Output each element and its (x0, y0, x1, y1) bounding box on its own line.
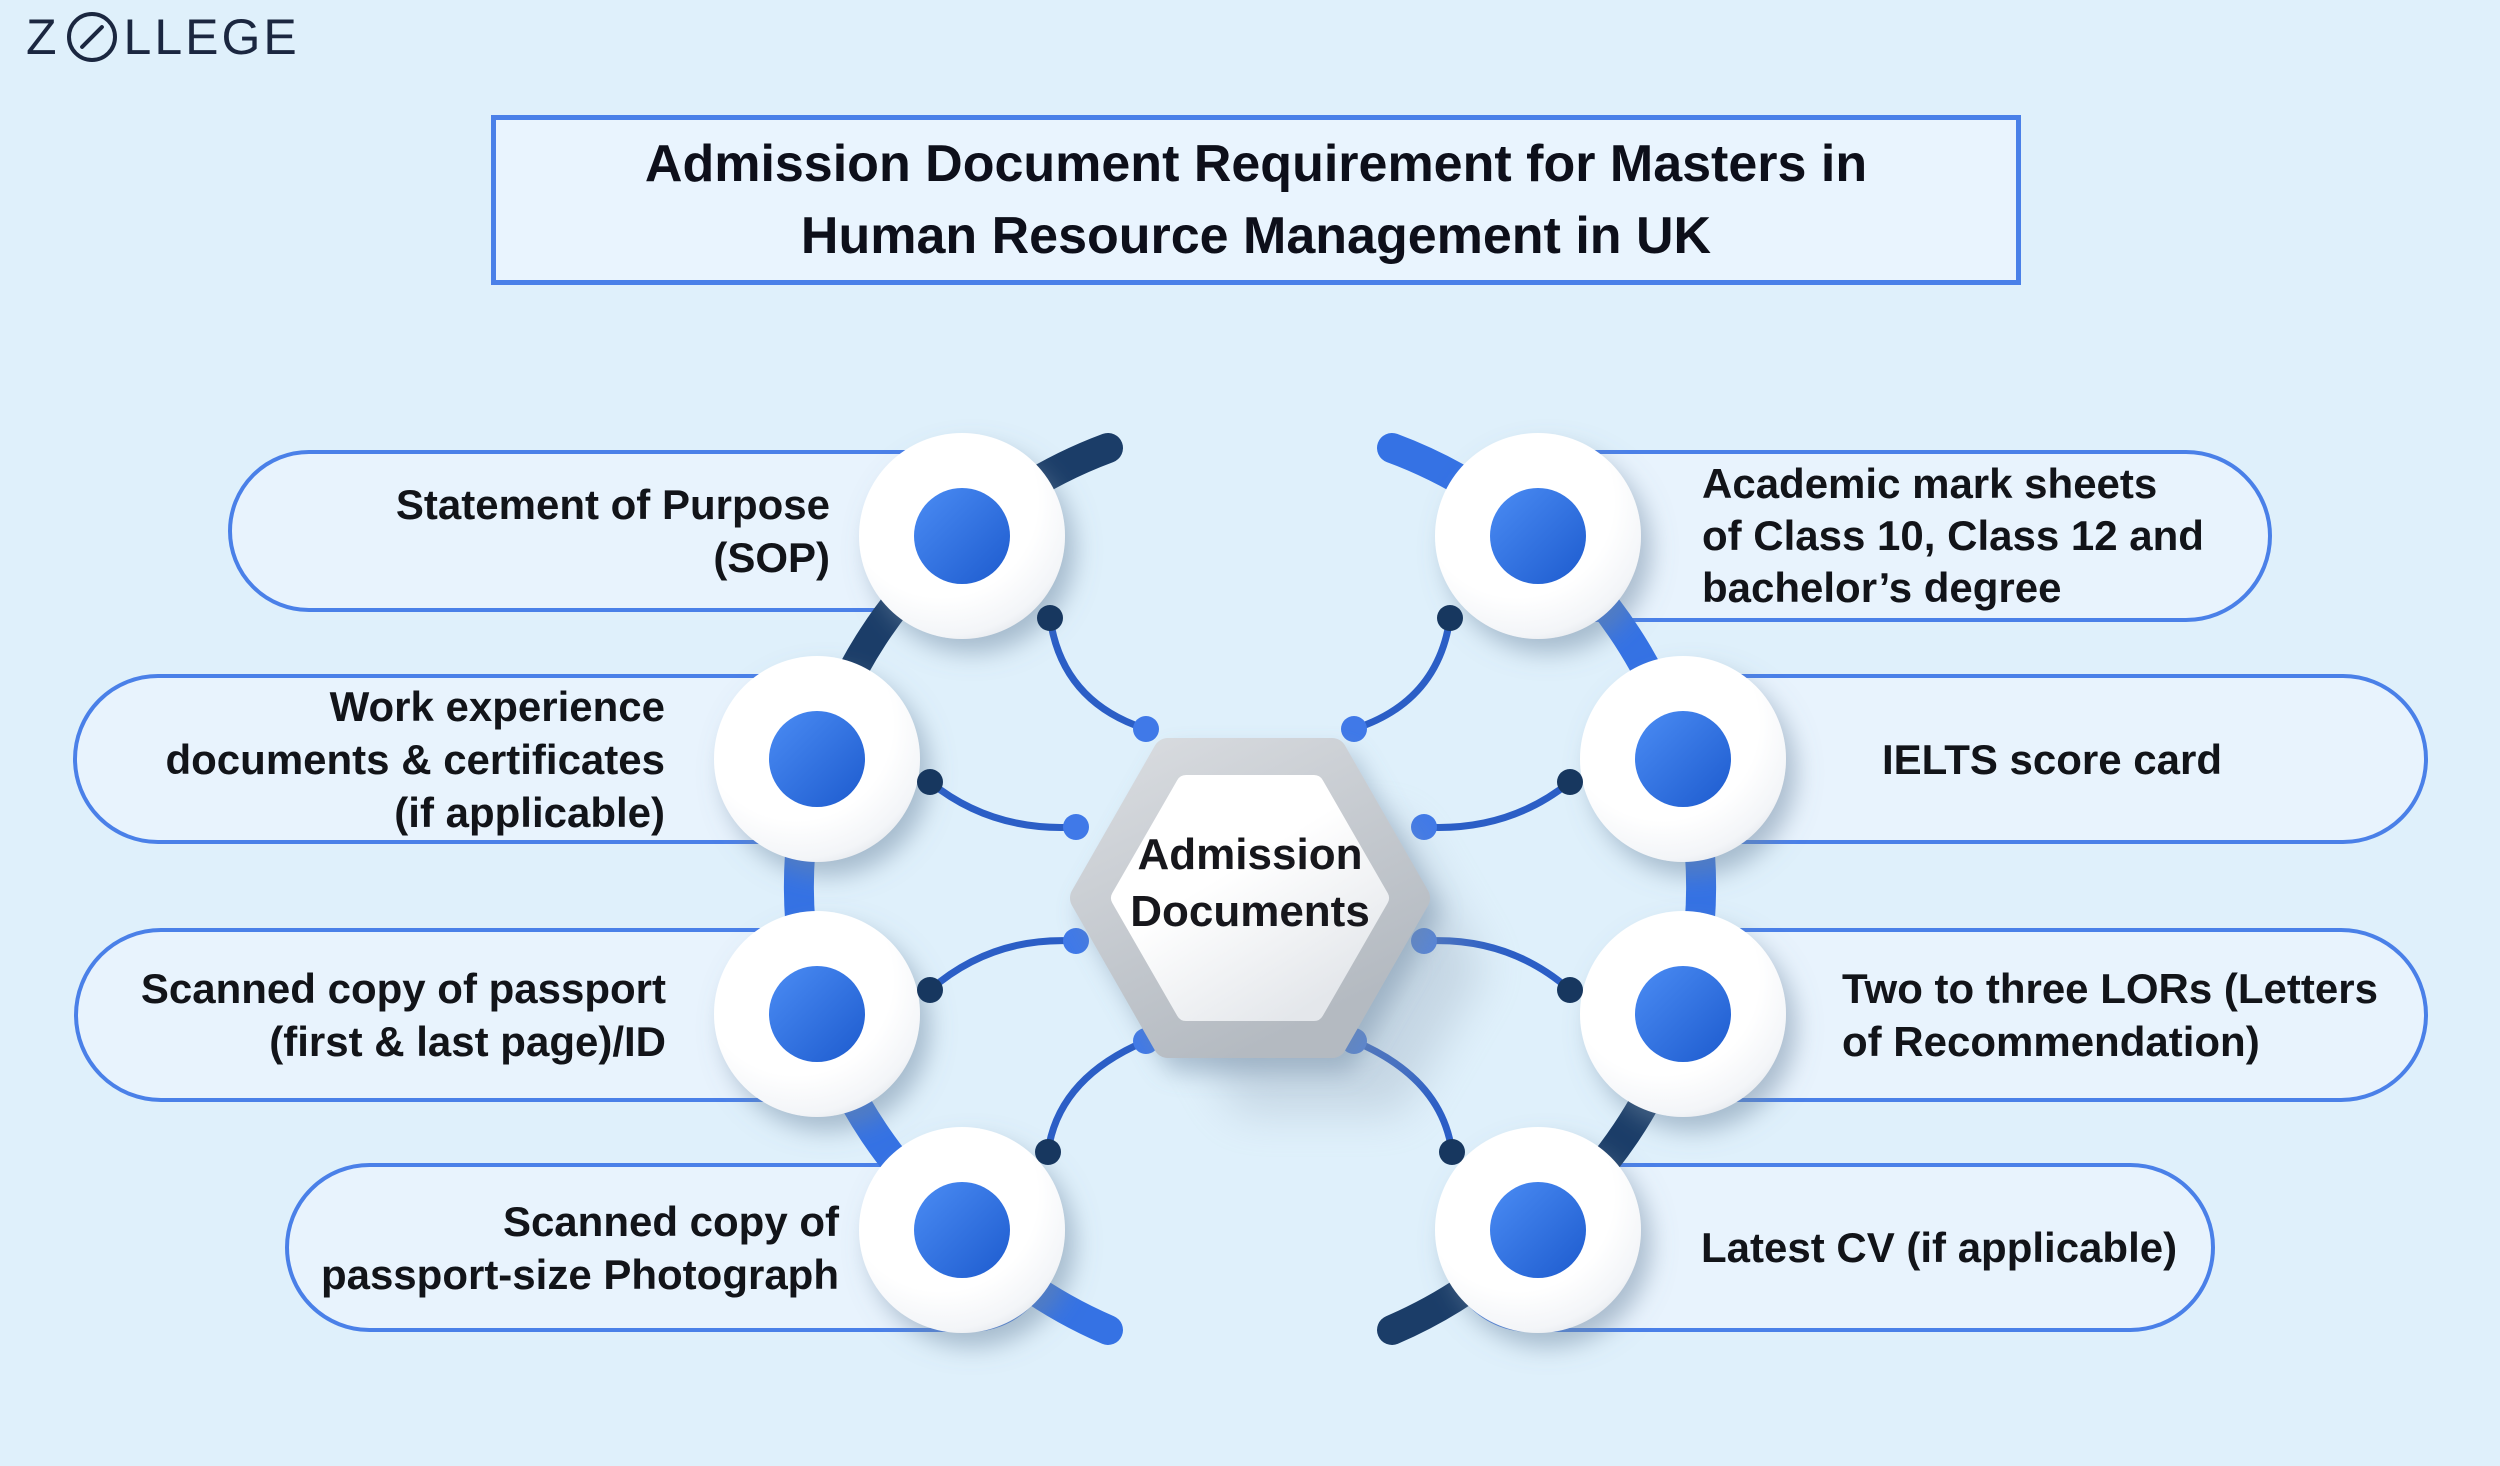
pill-text-line: (if applicable) (394, 788, 665, 836)
pill-work-experience: Work experience documents & certificates… (73, 674, 901, 844)
title-line-2: Human Resource Management in UK (800, 207, 1712, 265)
pill-statement-of-purpose: Statement of Purpose (SOP) (228, 450, 1034, 612)
pill-academic-mark-sheets: Academic mark sheets of Class 10, Class … (1466, 450, 2272, 622)
slash-mark (78, 24, 105, 50)
pill-text-line: (first & last page)/ID (269, 1018, 666, 1065)
title-line-1: Admission Document Requirement for Maste… (644, 135, 1868, 193)
pill-lors: Two to three LORs (Letters of Recommenda… (1600, 928, 2428, 1102)
pill-text-line: of Recommendation) (1842, 1018, 2260, 1065)
pill-text-line: Scanned copy of passport (140, 965, 666, 1012)
center-label-line-1: Admission (1137, 830, 1363, 879)
pill-text-line: bachelor’s degree (1702, 564, 2062, 611)
center-label-line-2: Documents (1130, 887, 1370, 936)
pill-text-line: Two to three LORs (Letters (1842, 965, 2378, 1012)
title-box: Admission Document Requirement for Maste… (491, 115, 2021, 285)
pill-scanned-passport: Scanned copy of passport (first & last p… (74, 928, 902, 1102)
pill-text-line: (SOP) (713, 534, 830, 581)
pill-text-line: Academic mark sheets (1702, 460, 2158, 507)
pill-text-line: documents & certificates (165, 735, 666, 783)
pill-text-line: IELTS score card (1882, 735, 2223, 783)
pill-text-line: Work experience (329, 682, 665, 730)
zollege-logo: Z LLEGE (26, 8, 300, 66)
pill-text-line: Latest CV (if applicable) (1701, 1224, 2178, 1271)
pill-ielts-score-card: IELTS score card (1600, 674, 2428, 844)
logo-first-letter: Z (26, 9, 60, 65)
center-label: Admission Documents (1075, 826, 1425, 940)
pill-text-line: passport-size Photograph (320, 1250, 839, 1298)
pill-text-line: Scanned copy of (502, 1197, 839, 1245)
logo-rest: LLEGE (123, 9, 300, 65)
pill-text-line: Statement of Purpose (395, 481, 830, 528)
slashed-o-icon (66, 12, 117, 62)
pill-passport-photo: Scanned copy of passport-size Photograph (285, 1163, 1055, 1332)
pill-text-line: of Class 10, Class 12 and (1702, 512, 2204, 559)
pill-latest-cv: Latest CV (if applicable) (1445, 1163, 2215, 1332)
